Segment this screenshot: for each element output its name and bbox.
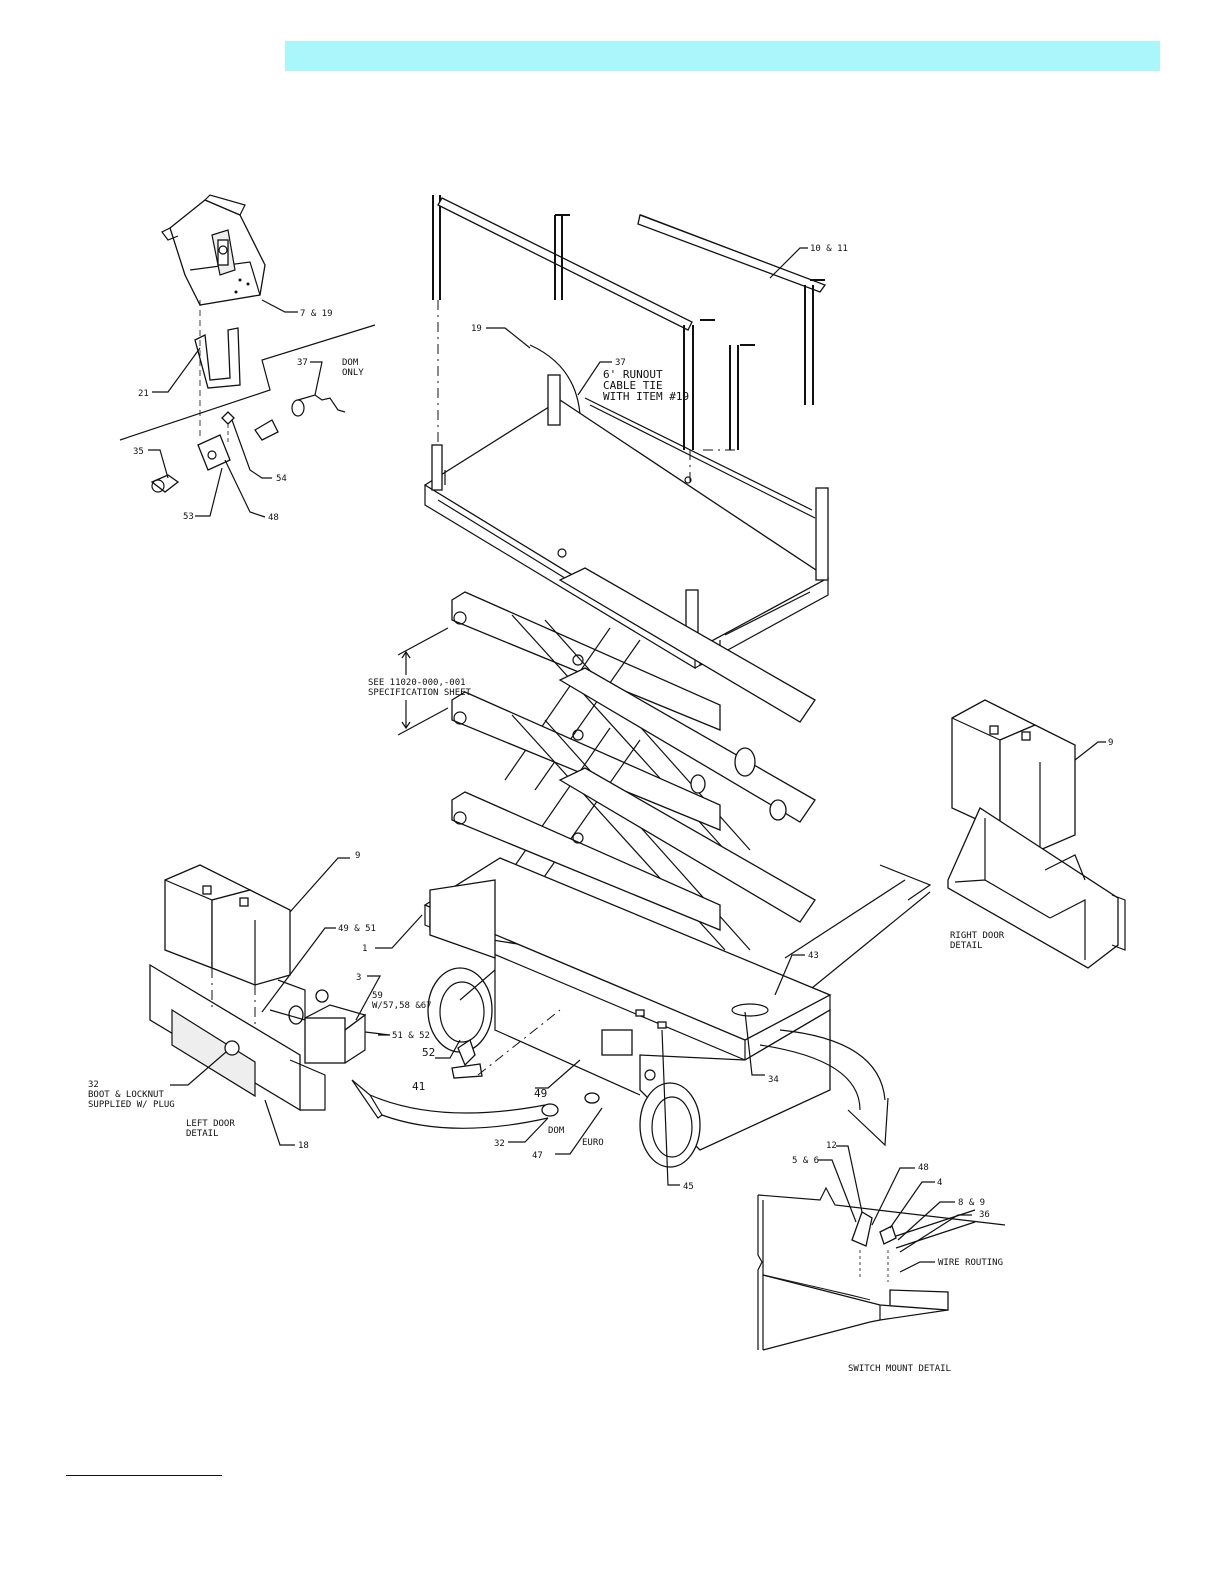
spec-dimension: [397, 627, 449, 736]
dom-label: DOM: [548, 1126, 565, 1136]
callout-32-left: 32: [88, 1080, 99, 1090]
callout-53: 53: [183, 512, 194, 522]
callout-3: 3: [356, 973, 361, 983]
switch-mount-label: SWITCH MOUNT DETAIL: [848, 1364, 951, 1374]
callout-41: 41: [412, 1080, 425, 1093]
spec-note-2: SPECIFICATION SHEET: [368, 688, 472, 698]
spec-note-1: SEE 11020-000,-001: [368, 678, 466, 688]
callout-51-52: 51 & 52: [392, 1031, 430, 1041]
callout-59-detail: W/57,58 &67: [372, 1001, 432, 1011]
callout-32-bottom: 32: [494, 1139, 505, 1149]
callout-1: 1: [362, 944, 367, 954]
callout-36: 36: [979, 1210, 990, 1220]
callout-35: 35: [133, 447, 144, 457]
callout-5-6: 5 & 6: [792, 1156, 819, 1166]
callout-45: 45: [683, 1182, 694, 1192]
callout-37-mid: 37: [615, 358, 626, 368]
left-door-label-2: DETAIL: [186, 1129, 219, 1139]
right-door-label-2: DETAIL: [950, 941, 983, 951]
left-door-detail: [149, 857, 391, 1146]
callout-52: 52: [422, 1046, 435, 1059]
footer-rule: [66, 1475, 222, 1476]
callout-9-right: 9: [1108, 738, 1113, 748]
callout-49-51: 49 & 51: [338, 924, 376, 934]
callout-18: 18: [298, 1141, 309, 1151]
runout-note-1: 6' RUNOUT: [603, 368, 663, 381]
callout-54: 54: [276, 474, 287, 484]
callout-19: 19: [471, 324, 482, 334]
callout-34: 34: [768, 1075, 779, 1085]
guardrail-assembly: [432, 195, 827, 650]
switch-mount-detail: [757, 1145, 1006, 1351]
callout-43: 43: [808, 951, 819, 961]
wire-routing-label: WIRE ROUTING: [938, 1258, 1003, 1268]
callout-8-9: 8 & 9: [958, 1198, 985, 1208]
chassis-base: [423, 857, 832, 1168]
runout-note-2: CABLE TIE: [603, 379, 663, 392]
callout-4: 4: [937, 1178, 942, 1188]
callout-7-19: 7 & 19: [300, 309, 333, 319]
right-door-label-1: RIGHT DOOR: [950, 931, 1005, 941]
callout-21: 21: [138, 389, 149, 399]
dom-only-label-1: DOM: [342, 358, 359, 368]
dom-only-label-2: ONLY: [342, 368, 364, 378]
runout-note-3: WITH ITEM #19: [603, 390, 689, 403]
euro-label: EURO: [582, 1138, 604, 1148]
control-box-detail: [119, 194, 376, 518]
left-door-label-1: LEFT DOOR: [186, 1119, 235, 1129]
callout-48-switch: 48: [918, 1163, 929, 1173]
callout-48-top: 48: [268, 513, 279, 523]
callout-9-left: 9: [355, 851, 360, 861]
base-leaders: [375, 914, 805, 1186]
boot-note-2: SUPPLIED W/ PLUG: [88, 1100, 175, 1110]
header-band: [285, 41, 1160, 71]
right-door-detail: [947, 699, 1126, 969]
boot-note-1: BOOT & LOCKNUT: [88, 1090, 164, 1100]
callout-59: 59: [372, 991, 383, 1001]
callout-10-11: 10 & 11: [810, 244, 848, 254]
callout-37-top: 37: [297, 358, 308, 368]
callout-49: 49: [534, 1087, 547, 1100]
callout-12: 12: [826, 1141, 837, 1151]
callout-47: 47: [532, 1151, 543, 1161]
base-small-parts: [451, 1009, 600, 1117]
flow-arrows: [351, 864, 932, 1147]
